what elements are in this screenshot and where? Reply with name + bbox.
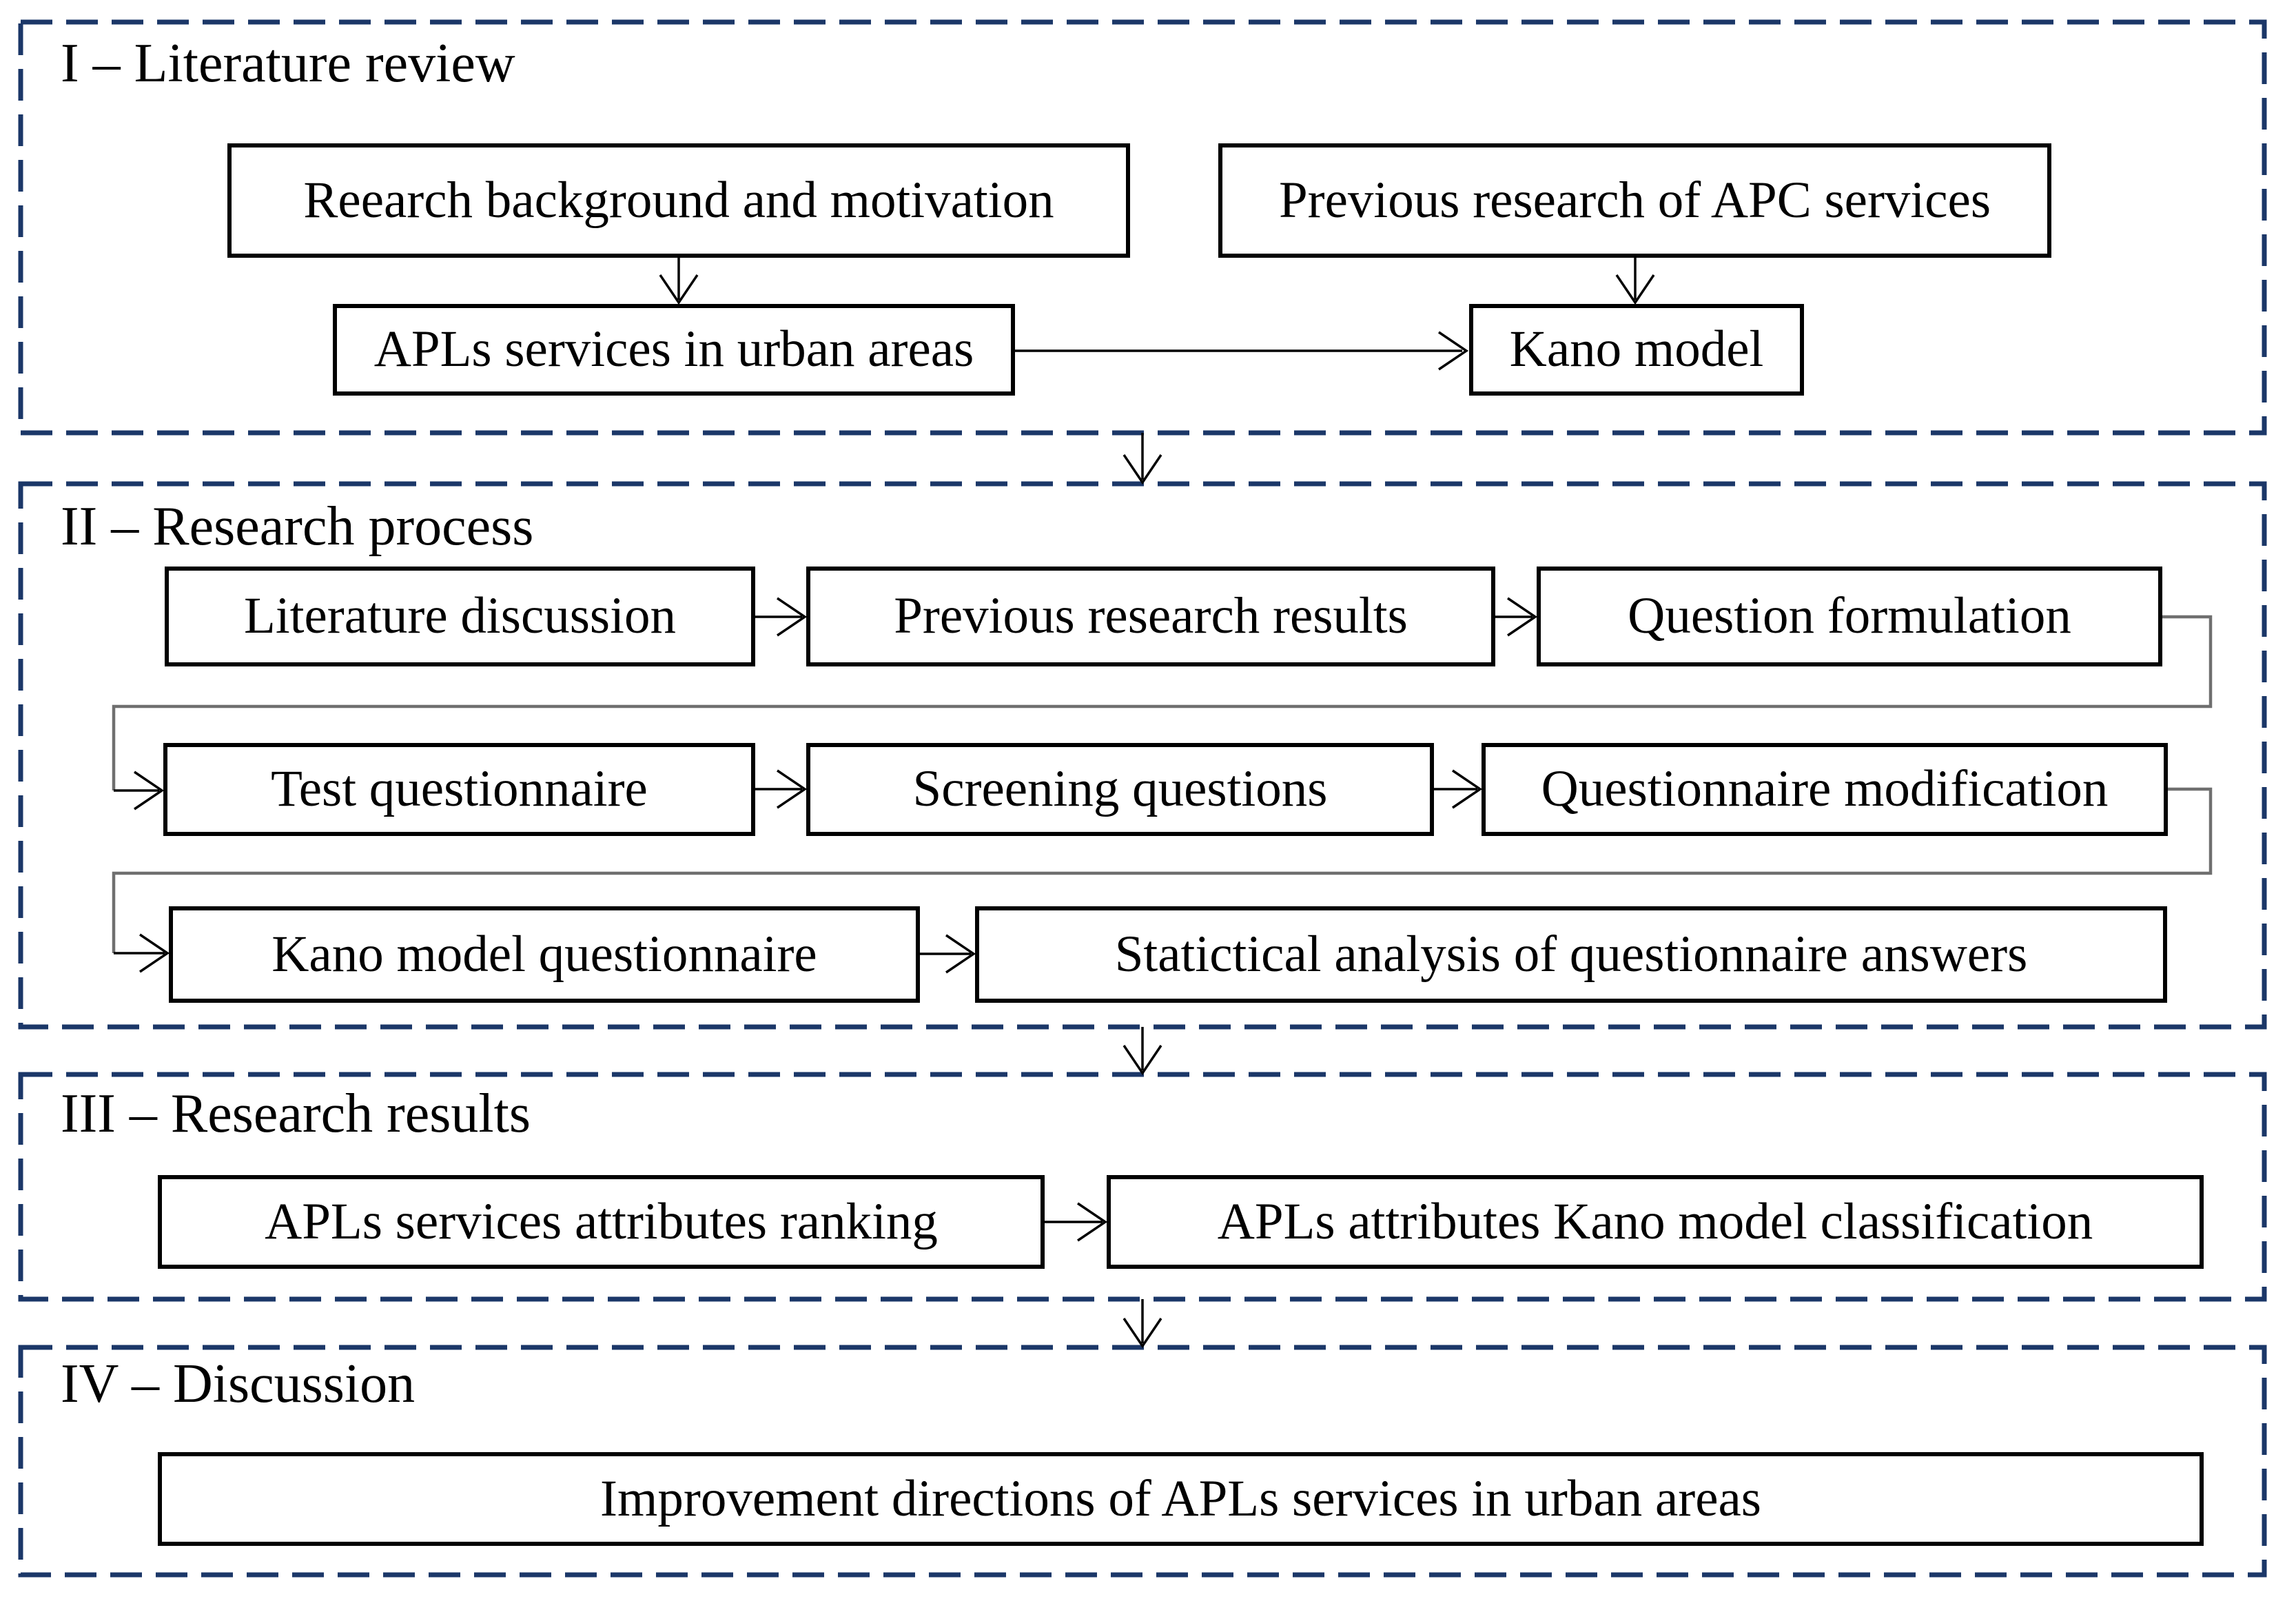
- section-2-title: II – Research process: [61, 496, 534, 557]
- box-literature-discussion: Literature discussion: [165, 567, 755, 666]
- arrowhead-prevresults-to-questionform: [1507, 597, 1538, 637]
- box-apls-kano-classification: APLs attributes Kano model classificatio…: [1107, 1175, 2204, 1269]
- arrowhead-section2-to-section3: [1123, 1045, 1162, 1076]
- arrowhead-litdiscussion-to-prevresults: [777, 597, 808, 637]
- arrowhead-background-to-apls: [659, 274, 699, 305]
- box-apls-attributes-ranking: APLs services attributes ranking: [158, 1175, 1045, 1269]
- arrowhead-apls-to-kano: [1438, 331, 1469, 371]
- arrowhead-wrap-to-kanoq: [139, 933, 170, 973]
- arrowhead-testq-to-screening: [777, 769, 808, 809]
- box-kano-model-questionnaire: Kano model questionnaire: [169, 906, 920, 1003]
- box-improvement-directions: Improvement directions of APLs services …: [158, 1452, 2204, 1546]
- box-previous-apc-research: Previous research of APC services: [1218, 143, 2051, 258]
- box-apls-services-urban: APLs services in urban areas: [333, 304, 1015, 396]
- arrowhead-wrap-to-testq: [134, 771, 165, 810]
- arrowhead-ranking-to-classification: [1077, 1202, 1108, 1242]
- box-question-formulation: Question formulation: [1537, 567, 2162, 666]
- arrowhead-screening-to-modification: [1452, 769, 1483, 809]
- box-test-questionnaire: Test questionnaire: [163, 743, 755, 836]
- wrap-connector-row1-to-row2: [112, 615, 2213, 791]
- box-statistical-analysis: Statictical analysis of questionnaire an…: [975, 906, 2167, 1003]
- box-questionnaire-modification: Questionnaire modification: [1482, 743, 2168, 836]
- box-previous-research-results: Previous research results: [806, 567, 1495, 666]
- box-research-background: Reearch background and motivation: [227, 143, 1130, 258]
- box-kano-model: Kano model: [1469, 304, 1804, 396]
- arrowhead-apc-to-kano: [1615, 274, 1655, 305]
- section-1-title: I – Literature review: [61, 33, 515, 94]
- section-3-title: III – Research results: [61, 1083, 531, 1144]
- arrowhead-section3-to-section4: [1123, 1318, 1162, 1349]
- arrowhead-section1-to-section2: [1123, 454, 1162, 485]
- box-screening-questions: Screening questions: [806, 743, 1434, 836]
- wrap-connector-row2-to-row3: [112, 787, 2213, 953]
- section-4-title: IV – Discussion: [61, 1354, 416, 1414]
- arrowhead-kanoq-to-statistical: [945, 934, 976, 974]
